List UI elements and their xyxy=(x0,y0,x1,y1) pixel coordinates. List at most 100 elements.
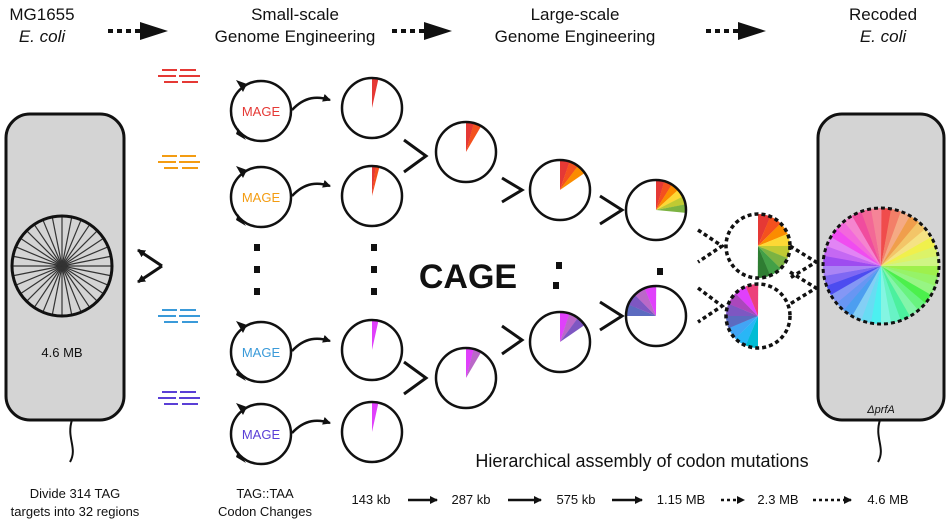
wheel-sector xyxy=(861,208,881,266)
chevron-1 xyxy=(403,138,429,174)
wheel-sector xyxy=(830,228,881,266)
recoded-sector xyxy=(656,189,683,210)
chevron-5 xyxy=(501,324,525,356)
recoded-sector xyxy=(726,303,758,316)
spoke xyxy=(61,265,104,295)
recoded-sector xyxy=(466,349,482,378)
wheel-sector xyxy=(843,215,881,266)
wheel-sector xyxy=(881,208,902,266)
recoded-sector xyxy=(560,312,570,342)
spoke xyxy=(20,237,63,267)
recoded-sector xyxy=(758,246,781,276)
oligo-pool-red xyxy=(158,69,200,83)
recoded-genome-wheel xyxy=(823,208,939,324)
spoke xyxy=(33,224,63,267)
wheel-sector xyxy=(881,228,932,266)
right-cell xyxy=(816,112,946,463)
divide-line2: targets into 32 regions xyxy=(11,504,140,519)
header-large-line1: Large-scale xyxy=(531,5,620,24)
right-cell-label: ΔprfA xyxy=(866,404,895,416)
header-arrow-3 xyxy=(706,22,766,40)
left-genome-circle xyxy=(10,214,114,318)
header-arrow-2 xyxy=(392,22,452,40)
spoke xyxy=(61,237,104,267)
genome-circle-5 xyxy=(624,178,688,242)
left-cell xyxy=(4,112,126,463)
ellipsis-mage xyxy=(254,244,260,295)
scale-label-2: 287 kb xyxy=(451,492,490,507)
codon-line1: TAG::TAA xyxy=(236,486,294,501)
recoded-sector xyxy=(745,316,758,348)
recoded-sector xyxy=(634,288,656,316)
wheel-sector xyxy=(826,236,881,266)
spoke xyxy=(61,265,109,286)
wheel-sector xyxy=(830,266,881,304)
wheel-sector xyxy=(823,265,881,277)
recoded-sector xyxy=(560,313,579,342)
genome-circle-11 xyxy=(724,212,792,280)
spoke xyxy=(20,265,63,295)
wheel-sector xyxy=(881,211,911,266)
spoke xyxy=(61,265,112,277)
spoke xyxy=(15,246,63,267)
genome-circle-1 xyxy=(340,76,404,140)
genome-circle-9 xyxy=(528,310,592,374)
spoke xyxy=(42,265,63,313)
wheel-sector xyxy=(881,237,936,266)
cage-label: CAGE xyxy=(419,258,517,296)
dotted-chevron-4 xyxy=(789,270,820,306)
wheel-sector xyxy=(836,266,881,311)
recoded-sector xyxy=(758,246,790,259)
header-large-line2: Genome Engineering xyxy=(495,27,656,46)
recoded-sector xyxy=(372,402,379,432)
chevron-2 xyxy=(501,176,525,204)
divide-line1: Divide 314 TAG xyxy=(30,486,121,501)
scale-label-5: 2.3 MB xyxy=(757,492,798,507)
ellipsis-genome xyxy=(371,244,377,295)
spoke xyxy=(51,216,63,267)
wheel-sector xyxy=(843,266,881,317)
wheel-sector xyxy=(851,266,881,321)
spoke xyxy=(61,219,82,267)
spoke xyxy=(61,230,98,267)
chevron-3 xyxy=(599,194,625,226)
recoded-sector xyxy=(757,246,771,278)
mage-cycle-4 xyxy=(229,402,331,466)
recoded-sector xyxy=(560,317,585,342)
scale-label-3: 575 kb xyxy=(556,492,595,507)
spoke xyxy=(61,255,112,267)
header-end-line2: E. coli xyxy=(860,27,908,46)
recoded-sector xyxy=(372,320,379,350)
chevron-4 xyxy=(403,360,429,396)
recoded-sector xyxy=(735,316,758,346)
header-small-line2: Genome Engineering xyxy=(215,27,376,46)
wheel-sector xyxy=(881,266,939,287)
recoded-sector xyxy=(560,165,585,190)
mage-label-4: MAGE xyxy=(242,427,281,442)
recoded-sector xyxy=(560,159,570,190)
scale-label-6: 4.6 MB xyxy=(867,492,908,507)
recoded-sector xyxy=(656,196,686,210)
spoke xyxy=(61,265,98,302)
scale-label-1: 143 kb xyxy=(351,492,390,507)
recoded-sector xyxy=(728,316,758,339)
genome-circle-7 xyxy=(340,400,404,464)
dotted-chevron-1 xyxy=(697,228,726,264)
recoded-sector xyxy=(758,246,788,269)
header-small-line1: Small-scale xyxy=(251,5,339,24)
genome-circle-6 xyxy=(340,318,404,382)
wheel-sector xyxy=(880,266,892,324)
recoded-sector xyxy=(758,214,771,246)
spoke xyxy=(42,219,63,267)
header-arrow-1 xyxy=(108,22,168,40)
recoded-sector xyxy=(758,216,781,246)
oligo-pool-blue xyxy=(158,309,200,323)
header-end-line1: Recoded xyxy=(849,5,917,24)
recoded-sector xyxy=(726,315,758,329)
spoke xyxy=(12,255,63,267)
wheel-sector xyxy=(881,266,936,296)
recoded-sector xyxy=(372,78,379,108)
recoded-sector xyxy=(372,166,380,196)
recoded-sector xyxy=(644,286,657,316)
